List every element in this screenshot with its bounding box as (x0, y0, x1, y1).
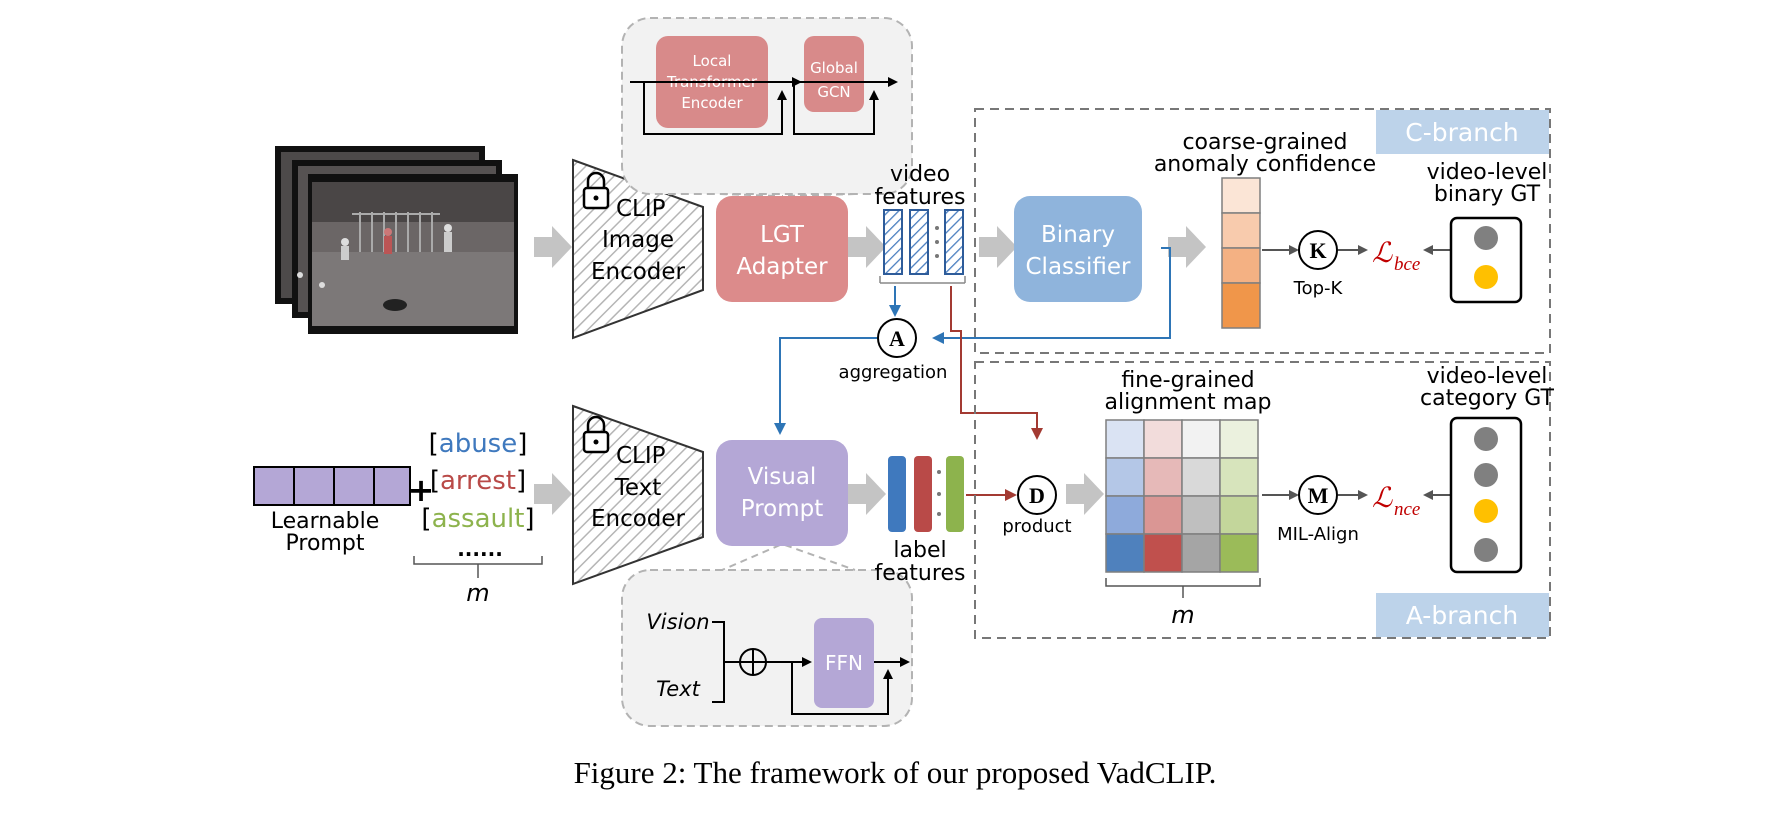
lock-icon (582, 171, 610, 210)
a-branch-box: A-branch fine-grained alignment map m M (974, 361, 1555, 639)
fine-map-line1: fine-grained (1121, 368, 1254, 393)
text-encoder-line1: Text (614, 475, 662, 501)
aggregation-node: A aggregation (774, 247, 1171, 435)
mil-align-label: MIL-Align (1277, 524, 1359, 545)
lgt-adapter-callout: Local Transformer Encoder Global GCN LGT… (621, 17, 913, 302)
category-gt-box (1449, 416, 1523, 574)
gray-flow-arrows (534, 226, 1206, 515)
topk-label: Top-K (1293, 278, 1344, 299)
label-abuse: [abuse] (429, 429, 528, 459)
label-assault: [assault] (421, 504, 534, 534)
binary-classifier: Binary Classifier (1014, 196, 1142, 302)
topk-symbol: K (1309, 238, 1326, 263)
text-encoder-line2: Encoder (591, 506, 686, 532)
labels-ellipsis: ...... (457, 537, 503, 561)
video-to-product-arrow (950, 286, 1043, 440)
mil-align-symbol: M (1308, 483, 1329, 508)
loss-nce-sub: nce (1394, 499, 1420, 520)
loss-nce-main: ℒ (1372, 483, 1393, 514)
label-abuse-text: abuse (439, 429, 517, 459)
labels-width-m: m (466, 579, 489, 607)
a-branch-label: A-branch (1406, 601, 1518, 630)
learnable-prompt-line1: Learnable (271, 509, 380, 534)
aggregation-symbol: A (889, 326, 905, 351)
binary-gt-line1: video-level (1427, 160, 1548, 185)
coarse-confidence-line2: anomaly confidence (1154, 152, 1376, 177)
image-encoder-line2: Encoder (591, 259, 686, 285)
mil-align-circle (1298, 475, 1338, 515)
loss-bce-sub: bce (1394, 254, 1420, 275)
binary-gt-line2: binary GT (1434, 182, 1541, 207)
ffn-label: FFN (825, 651, 863, 675)
map-width-m: m (1171, 601, 1194, 629)
text-encoder-title: CLIP (616, 443, 666, 469)
figure-caption: Figure 2: The framework of our proposed … (573, 755, 1217, 790)
c-branch-box: C-branch coarse-grained anomaly confiden… (974, 108, 1551, 354)
label-arrest: [arrest] (430, 466, 526, 496)
category-gt-line1: video-level (1427, 364, 1548, 389)
lock-icon (582, 415, 610, 454)
video-features: video features (875, 162, 966, 284)
class-labels: [abuse] [arrest] [assault] ...... m (413, 429, 543, 607)
binary-classifier-line2: Classifier (1026, 254, 1132, 280)
global-gcn-line2: GCN (817, 83, 850, 101)
video-features-line1: video (890, 162, 950, 187)
lgt-adapter-line2: Adapter (736, 254, 828, 280)
label-arrest-text: arrest (440, 466, 516, 496)
label-assault-text: assault (432, 504, 525, 534)
learnable-prompt: Learnable Prompt + (253, 466, 435, 556)
local-transformer-line1: Local (693, 52, 732, 70)
clip-image-encoder: CLIP Image Encoder (572, 158, 704, 340)
label-features-line2: features (875, 561, 966, 586)
product-symbol: D (1029, 483, 1045, 508)
visual-prompt-line2: Prompt (741, 496, 824, 522)
product-node: D product (1002, 475, 1072, 537)
alignment-map-grid (1105, 419, 1259, 573)
text-label: Text (656, 677, 701, 701)
image-encoder-line1: Image (602, 227, 674, 253)
plus-sign: + (408, 471, 435, 509)
visual-prompt-callout: Vision Text FFN Visual Prompt (621, 440, 913, 727)
video-features-line2: features (875, 185, 966, 210)
image-encoder-title: CLIP (616, 196, 666, 222)
global-gcn-line1: Global (810, 59, 858, 77)
c-branch-label: C-branch (1405, 118, 1518, 147)
loss-bce-main: ℒ (1372, 238, 1393, 269)
binary-gt-box (1449, 216, 1523, 304)
binary-classifier-line1: Binary (1041, 222, 1115, 248)
coarse-confidence-line1: coarse-grained (1182, 130, 1347, 155)
video-frames-image (275, 146, 518, 334)
label-features: label features (875, 456, 1017, 586)
vision-label: Vision (646, 610, 709, 634)
learnable-prompt-line2: Prompt (286, 531, 365, 556)
visual-prompt-line1: Visual (748, 464, 817, 490)
category-gt-line2: category GT (1420, 386, 1554, 411)
local-transformer-line3: Encoder (681, 94, 743, 112)
aggregation-label: aggregation (839, 362, 948, 383)
lgt-adapter-line1: LGT (760, 222, 805, 248)
topk-circle (1298, 230, 1338, 270)
fine-map-line2: alignment map (1104, 390, 1271, 415)
product-label: product (1002, 516, 1071, 537)
clip-text-encoder: CLIP Text Encoder (572, 404, 704, 586)
label-features-line1: label (893, 538, 946, 563)
